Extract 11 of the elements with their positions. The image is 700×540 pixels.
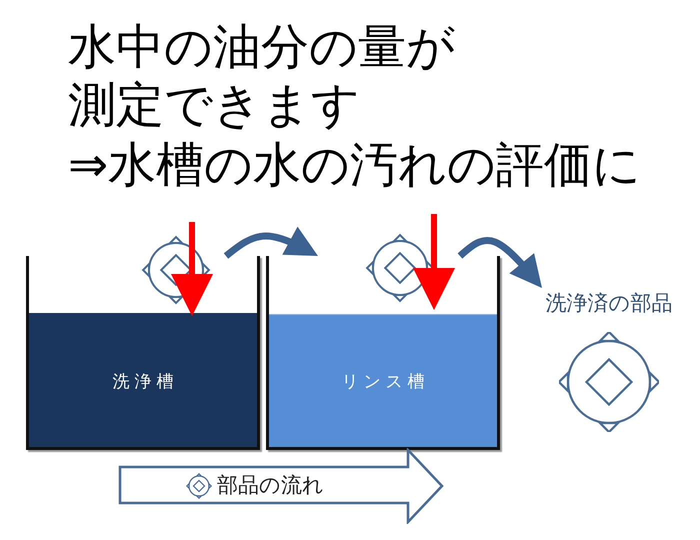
block-arrow bbox=[118, 448, 444, 524]
tank-label: 洗浄槽 bbox=[112, 371, 180, 393]
part-label: 洗浄済の部品 bbox=[544, 290, 674, 316]
flow-label: 部品の流れ bbox=[217, 472, 324, 498]
curved-arrow bbox=[224, 226, 320, 260]
heading: 水中の油分の量が測定できます bbox=[68, 18, 456, 134]
tank bbox=[266, 256, 500, 450]
curved-arrow bbox=[458, 237, 545, 290]
tank-label: リンス槽 bbox=[340, 371, 430, 393]
note-text: ⇒水槽の水の汚れの評価に bbox=[68, 136, 642, 194]
tank bbox=[26, 256, 260, 450]
